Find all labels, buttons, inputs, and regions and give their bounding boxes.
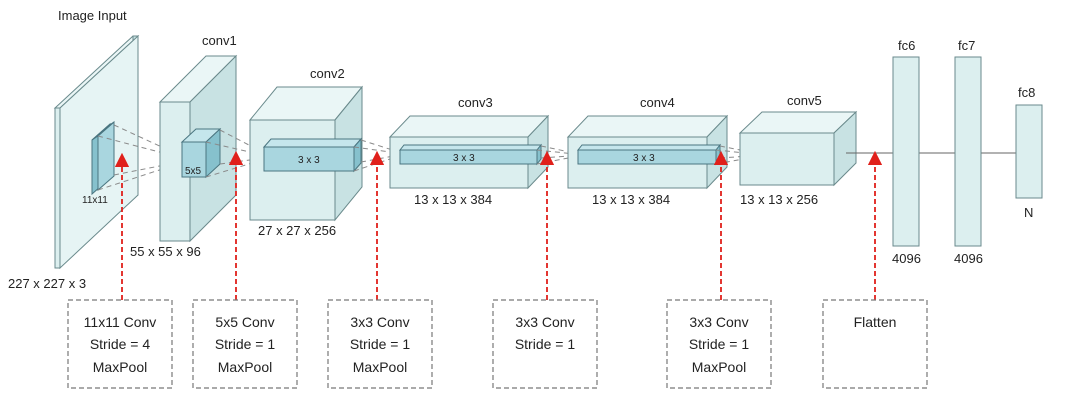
conv1-dims: 55 x 55 x 96: [130, 244, 201, 259]
annotation-5-line-3: MaxPool: [692, 359, 746, 375]
conv2-dims: 27 x 27 x 256: [258, 223, 336, 238]
fc6-size: 4096: [892, 251, 921, 266]
fc6-title: fc6: [898, 38, 915, 53]
annotation-5-line-2: Stride = 1: [689, 336, 750, 352]
conv3-dims: 13 x 13 x 384: [414, 192, 492, 207]
conv3-layer: [388, 114, 550, 190]
annotation-3-line-2: Stride = 1: [350, 336, 411, 352]
annotation-2-line-2: Stride = 1: [215, 336, 276, 352]
conv1-title: conv1: [202, 33, 237, 48]
conv5-title: conv5: [787, 93, 822, 108]
annotation-3-line-1: 3x3 Conv: [350, 314, 409, 330]
conv3-kernel-label: 3 x 3: [453, 153, 475, 164]
fc8-layer: [1015, 104, 1043, 199]
conv5-dims: 13 x 13 x 256: [740, 192, 818, 207]
input-title: Image Input: [58, 8, 127, 23]
conv2-kernel-label: 3 x 3: [298, 155, 320, 166]
annotation-1-line-1: 11x11 Conv: [84, 314, 157, 330]
fc7-size: 4096: [954, 251, 983, 266]
conv4-title: conv4: [640, 95, 675, 110]
annotation-6-line-1: Flatten: [854, 314, 897, 330]
input-kernel-label: 11x11: [82, 195, 108, 206]
fc8-title: fc8: [1018, 85, 1035, 100]
fc8-size: N: [1024, 205, 1033, 220]
conv4-dims: 13 x 13 x 384: [592, 192, 670, 207]
annotation-box-6: Flatten: [822, 299, 928, 389]
annotation-2-line-3: MaxPool: [218, 359, 272, 375]
annotation-box-2: 5x5 Conv Stride = 1 MaxPool: [192, 299, 298, 389]
input-layer: [53, 34, 140, 270]
conv4-kernel-label: 3 x 3: [633, 153, 655, 164]
annotation-1-line-2: Stride = 4: [90, 336, 151, 352]
annotation-box-5: 3x3 Conv Stride = 1 MaxPool: [666, 299, 772, 389]
annotation-box-1: 11x11 Conv Stride = 4 MaxPool: [67, 299, 173, 389]
annotation-box-4: 3x3 Conv Stride = 1: [492, 299, 598, 389]
annotation-1-line-3: MaxPool: [93, 359, 147, 375]
annotation-2-line-1: 5x5 Conv: [215, 314, 274, 330]
annotation-box-3: 3x3 Conv Stride = 1 MaxPool: [327, 299, 433, 389]
fc7-layer: [954, 56, 982, 247]
fc7-title: fc7: [958, 38, 975, 53]
conv2-title: conv2: [310, 66, 345, 81]
conv1-kernel-label: 5x5: [185, 166, 202, 177]
annotation-4-line-1: 3x3 Conv: [515, 314, 574, 330]
annotation-4-line-2: Stride = 1: [515, 336, 576, 352]
conv1-layer: [158, 54, 238, 243]
annotation-3-line-3: MaxPool: [353, 359, 407, 375]
conv4-layer: [566, 114, 729, 190]
conv3-title: conv3: [458, 95, 493, 110]
conv2-layer: [248, 85, 364, 222]
input-dims: 227 x 227 x 3: [8, 276, 86, 291]
fc6-layer: [892, 56, 920, 247]
annotation-5-line-1: 3x3 Conv: [689, 314, 748, 330]
conv5-layer: [738, 110, 858, 187]
